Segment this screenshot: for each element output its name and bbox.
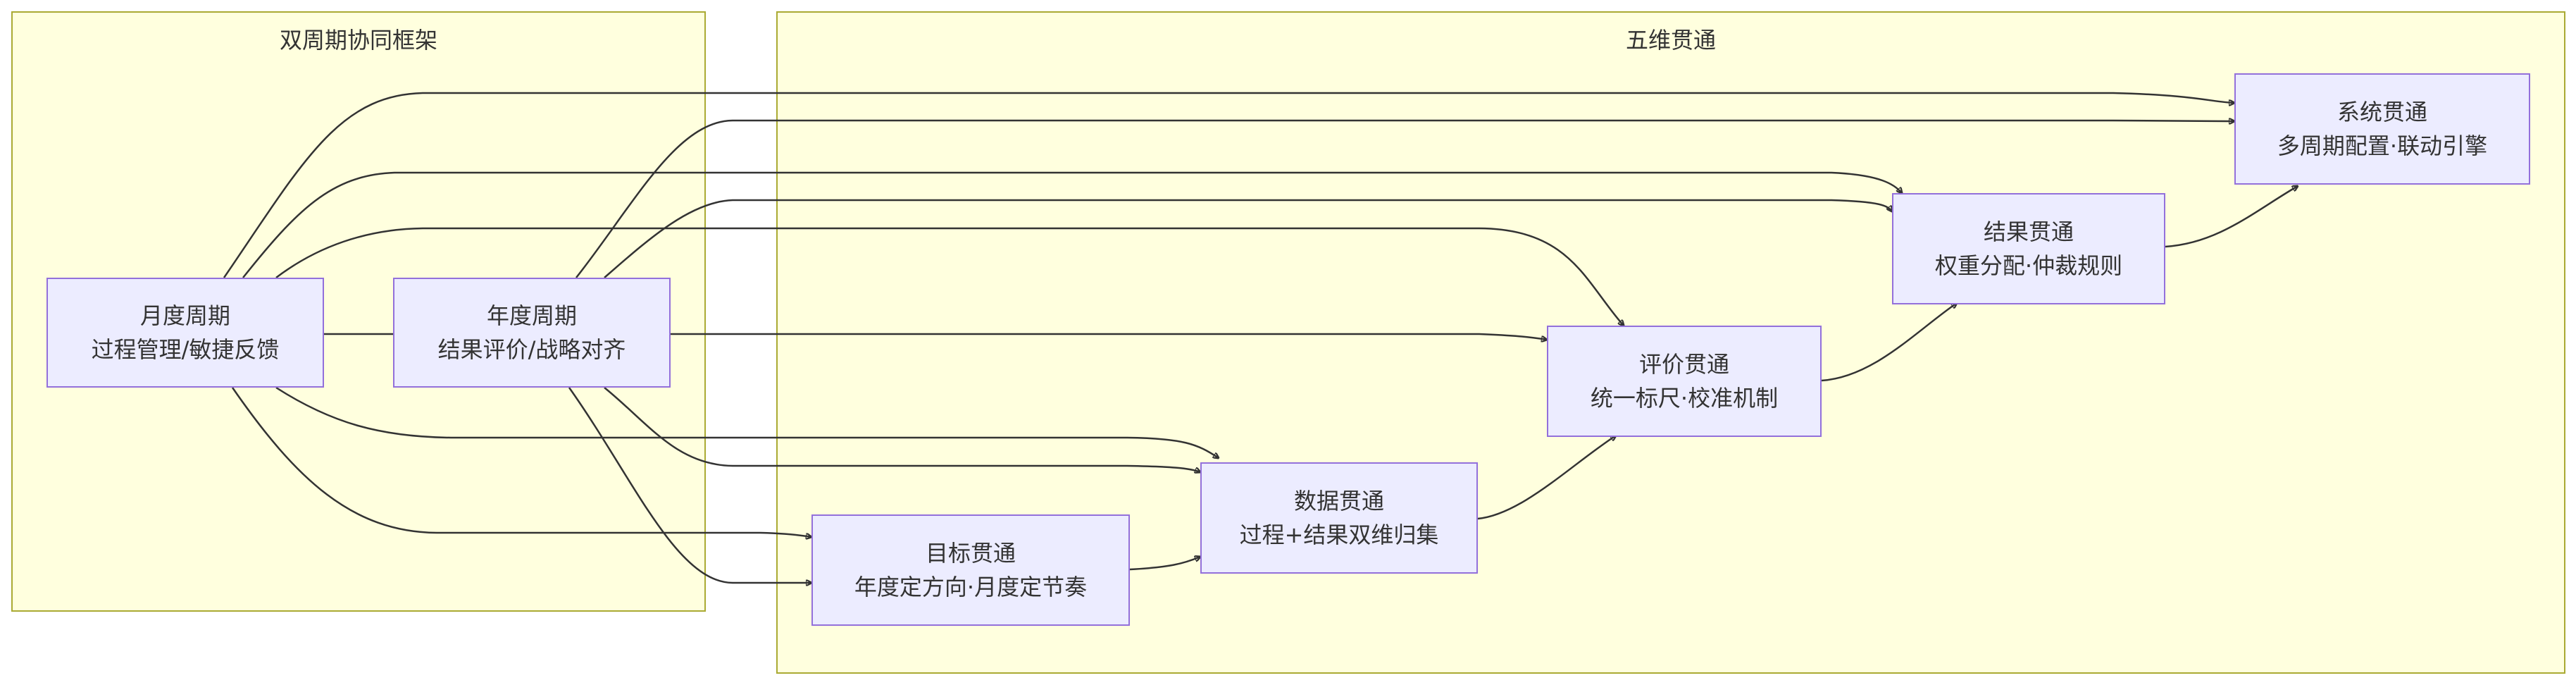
node-title: 数据贯通 xyxy=(1293,488,1384,514)
node-title: 结果贯通 xyxy=(1983,218,2074,245)
node-subtitle: 过程+结果双维归集 xyxy=(1239,522,1439,548)
node-subtitle: 年度定方向·月度定节奏 xyxy=(854,574,1088,600)
node-evaluation-integration[interactable]: 评价贯通 统一标尺·校准机制 xyxy=(1547,326,1822,437)
node-subtitle: 过程管理/敏捷反馈 xyxy=(91,336,280,363)
node-title: 年度周期 xyxy=(486,302,577,329)
cluster-title: 五维贯通 xyxy=(1625,27,1716,54)
node-system-integration[interactable]: 系统贯通 多周期配置·联动引擎 xyxy=(2234,73,2530,185)
node-title: 月度周期 xyxy=(139,302,230,329)
node-result-integration[interactable]: 结果贯通 权重分配·仲裁规则 xyxy=(1892,193,2165,304)
node-subtitle: 统一标尺·校准机制 xyxy=(1590,385,1779,412)
node-title: 系统贯通 xyxy=(2337,99,2427,125)
node-title: 评价贯通 xyxy=(1638,351,1729,378)
node-goal-integration[interactable]: 目标贯通 年度定方向·月度定节奏 xyxy=(811,514,1130,626)
node-annual-cycle[interactable]: 年度周期 结果评价/战略对齐 xyxy=(393,278,671,388)
node-monthly-cycle[interactable]: 月度周期 过程管理/敏捷反馈 xyxy=(46,278,324,388)
cluster-title: 双周期协同框架 xyxy=(279,27,437,54)
node-title: 目标贯通 xyxy=(925,540,1016,567)
node-subtitle: 权重分配·仲裁规则 xyxy=(1934,252,2123,279)
node-subtitle: 结果评价/战略对齐 xyxy=(437,336,626,363)
node-data-integration[interactable]: 数据贯通 过程+结果双维归集 xyxy=(1200,462,1478,574)
node-subtitle: 多周期配置·联动引擎 xyxy=(2277,132,2488,159)
